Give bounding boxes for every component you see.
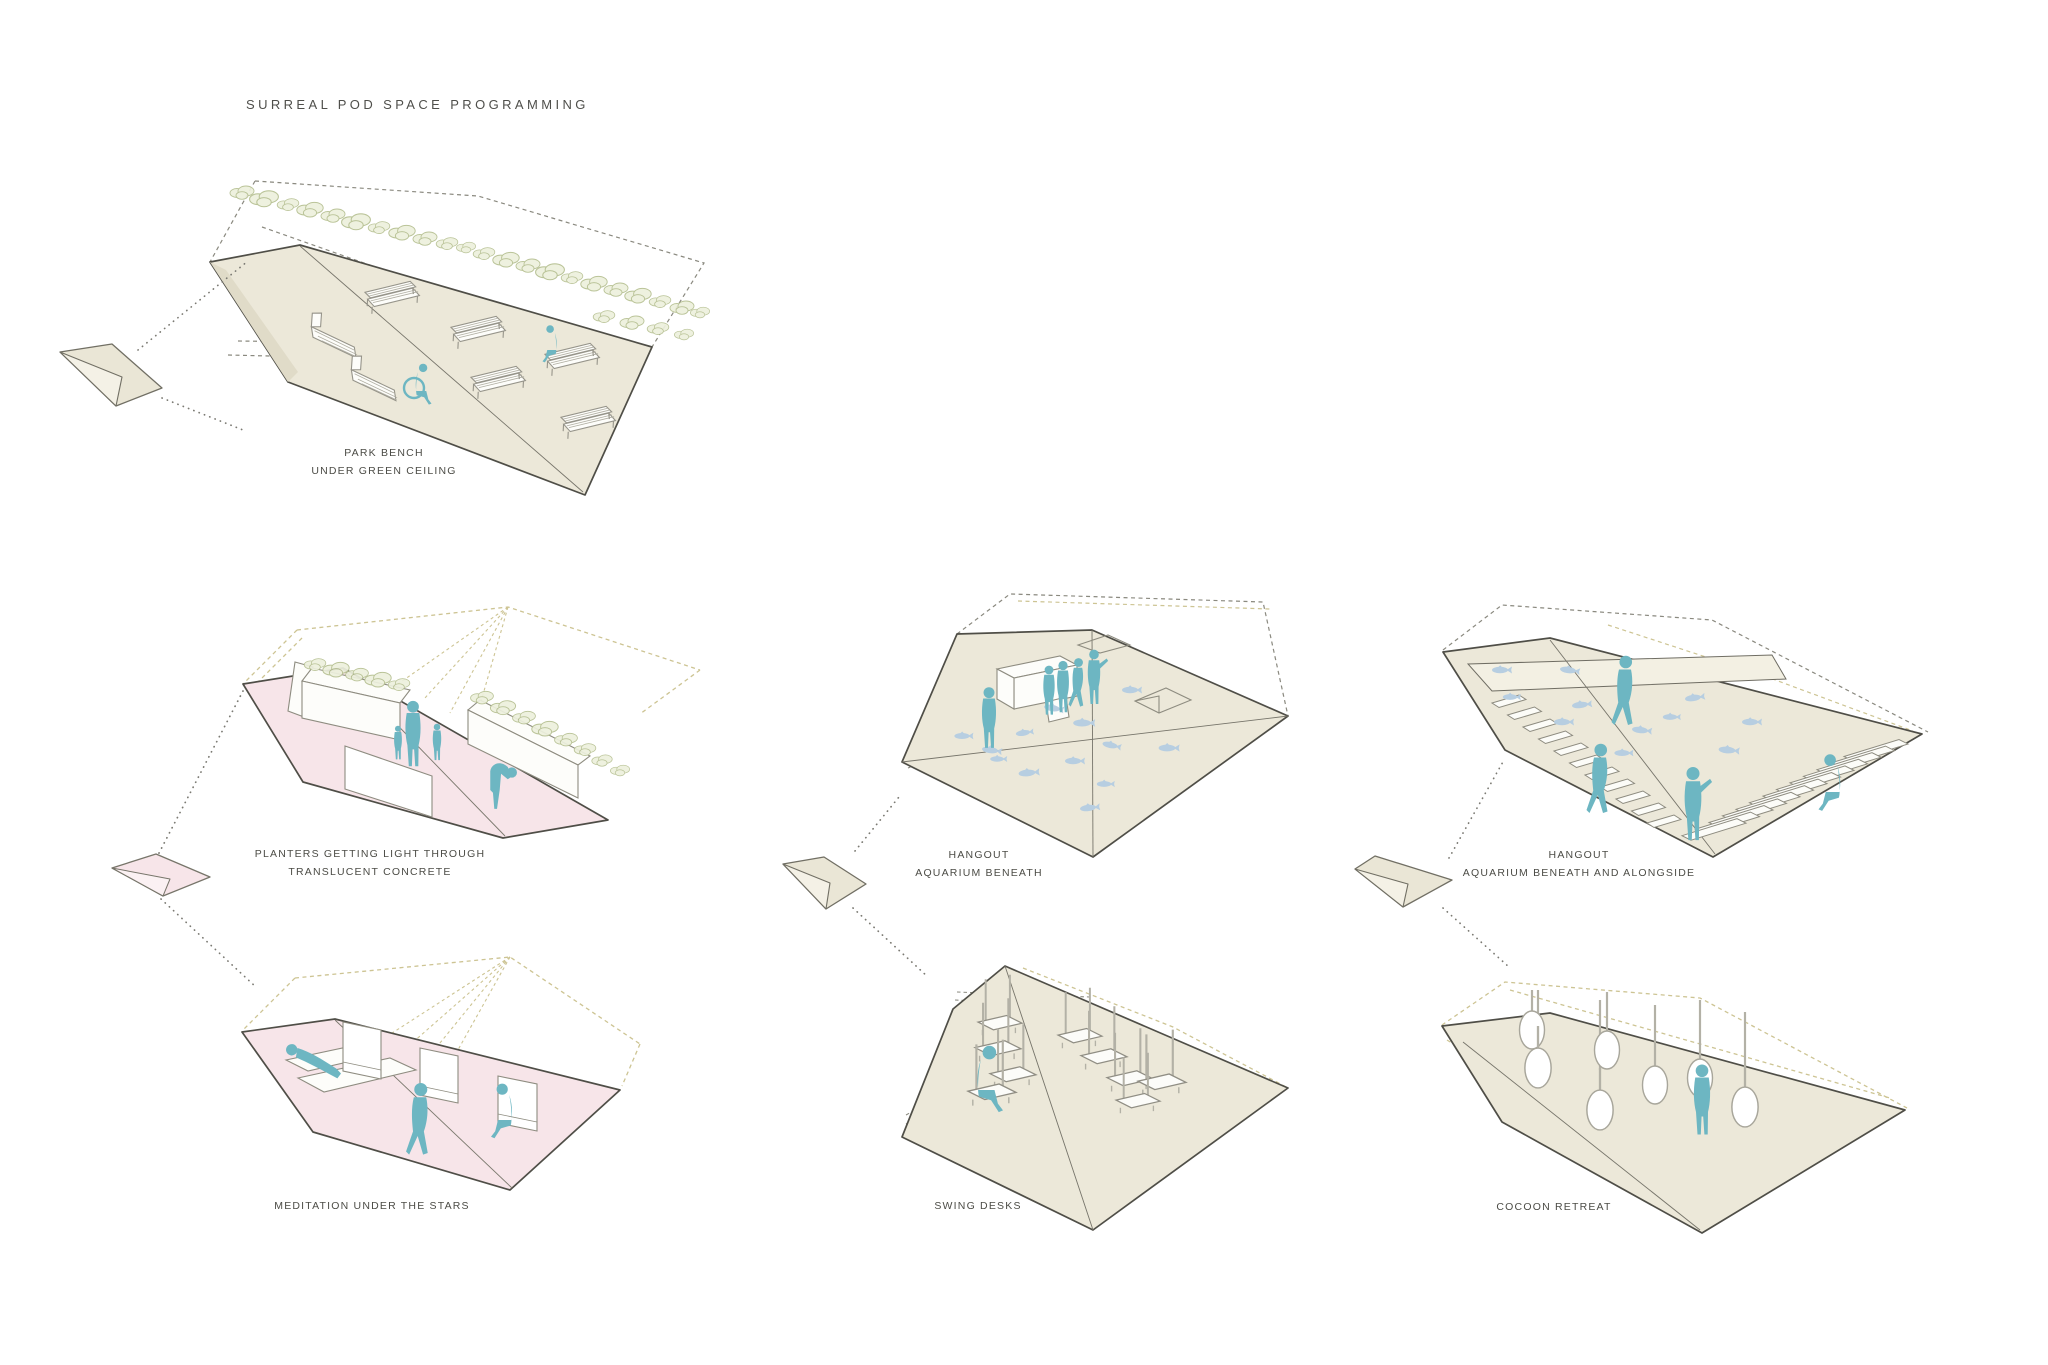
diagram-hangout-beneath [901,593,1289,858]
label-line: COCOON RETREAT [1496,1201,1612,1213]
label-line: MEDITATION UNDER THE STARS [274,1200,470,1212]
floor-side-facet [210,262,298,382]
label-park-bench: PARK BENCH UNDER GREEN CEILING [311,444,456,480]
wheelchair-figure [402,363,432,405]
pod-icon-planters [111,853,211,897]
pod-floor [241,1018,621,1191]
label-hangout-alongside: HANGOUT AQUARIUM BENEATH AND ALONGSIDE [1463,846,1695,882]
label-line: PLANTERS GETTING LIGHT THROUGH [254,848,486,860]
pod-icon-cocoon [1354,855,1453,908]
ceiling-dashed-outline [241,956,641,1087]
diagram-hangout-alongside [1442,604,1929,858]
floor-crease [1462,1041,1701,1231]
label-planters: PLANTERS GETTING LIGHT THROUGH TRANSLUCE… [255,845,485,881]
label-hangout-beneath: HANGOUT AQUARIUM BENEATH [915,846,1043,882]
diagram-swing-desks [901,965,1289,1231]
pod-icon-park-bench [59,343,163,407]
ceiling-dashed-khaki [1607,624,1914,732]
diagram-meditation [241,956,641,1191]
label-line: UNDER GREEN CEILING [311,465,457,477]
diagram-cocoon-retreat [1441,981,1908,1234]
left-staircase [1490,694,1683,829]
floor-crease [299,245,584,493]
figures [402,325,557,405]
label-line: HANGOUT [1548,849,1610,861]
connector-dotted-planters [157,690,258,989]
ceiling-dashed-outline [1442,604,1929,733]
label-line: AQUARIUM BENEATH [915,867,1043,879]
pod-floor [1442,637,1923,858]
label-cocoon-retreat: COCOON RETREAT [1496,1198,1611,1216]
floor-crease [1004,965,1094,1231]
label-line: SWING DESKS [934,1200,1022,1212]
pod-floor [901,965,1289,1231]
right-staircase [1680,738,1910,841]
label-line: TRANSLUCENT CONCRETE [288,866,452,878]
ceiling-dashed-khaki [1017,600,1271,610]
connector-dotted-park-bench [137,260,249,431]
pod-icon-hangout [782,856,867,910]
ceiling-dashed-outline [956,593,1289,717]
label-meditation: MEDITATION UNDER THE STARS [274,1197,470,1215]
diagram-park-bench [209,180,710,496]
ceiling-dashed-khaki [1022,967,1289,1089]
wall-panel [344,745,433,818]
label-line: PARK BENCH [344,447,424,459]
diagram-planters [242,606,701,839]
connector-dotted-hangout [852,796,929,978]
connector-dotted-cocoon [1442,759,1510,968]
label-swing-desks: SWING DESKS [934,1197,1021,1215]
page-title: SURREAL POD SPACE PROGRAMMING [246,97,589,112]
label-line: HANGOUT [948,849,1010,861]
label-line: AQUARIUM BENEATH AND ALONGSIDE [1462,867,1696,879]
